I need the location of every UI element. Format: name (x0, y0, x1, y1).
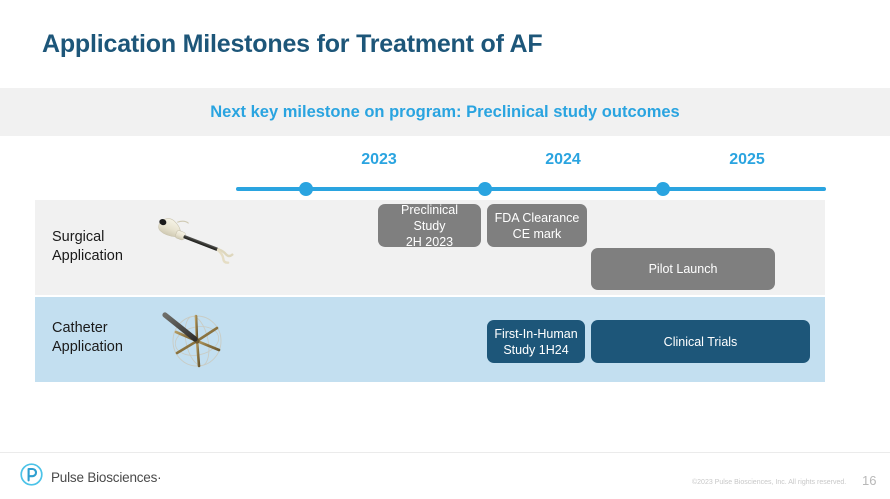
page-number: 16 (862, 473, 877, 488)
timeline-year-2025: 2025 (729, 151, 765, 168)
surgical-instrument-icon (145, 213, 245, 273)
timeline-marker-3 (656, 182, 670, 196)
brand-logo-text: Pulse Biosciences· (51, 469, 162, 485)
footer-divider (0, 452, 890, 453)
row-label-surgical-line2: Application (52, 248, 123, 264)
row-label-catheter: Catheter Application (52, 319, 123, 357)
catheter-basket-icon (150, 305, 245, 380)
pulse-biosciences-logo-icon (20, 463, 43, 491)
timeline-year-2024: 2024 (545, 151, 581, 168)
timeline-axis-line (236, 187, 826, 191)
subtitle-text: Next key milestone on program: Preclinic… (210, 102, 680, 121)
row-label-catheter-line1: Catheter (52, 320, 108, 336)
row-catheter-application: Catheter Application (35, 297, 825, 382)
timeline-year-2023: 2023 (361, 151, 397, 168)
row-label-surgical-line1: Surgical (52, 229, 105, 245)
clinical-trials-box[interactable]: Clinical Trials (591, 320, 810, 363)
row-label-surgical: Surgical Application (52, 228, 123, 266)
page-title: Application Milestones for Treatment of … (42, 30, 543, 58)
pilot-launch-box-label: Pilot Launch (648, 262, 718, 276)
copyright-text: ©2023 Pulse Biosciences, Inc. All rights… (692, 479, 847, 486)
timeline-marker-1 (299, 182, 313, 196)
clinical-trials-box-label: Clinical Trials (663, 334, 738, 349)
row-label-catheter-line2: Application (52, 339, 123, 355)
pilot-launch-box[interactable]: Pilot Launch (591, 248, 775, 290)
timeline-marker-2 (478, 182, 492, 196)
row-surgical-application: Surgical Application (35, 200, 825, 295)
brand-logo: Pulse Biosciences· (20, 463, 162, 491)
timeline: 2023 2024 2025 (0, 145, 890, 200)
subtitle-band: Next key milestone on program: Preclinic… (0, 88, 890, 136)
